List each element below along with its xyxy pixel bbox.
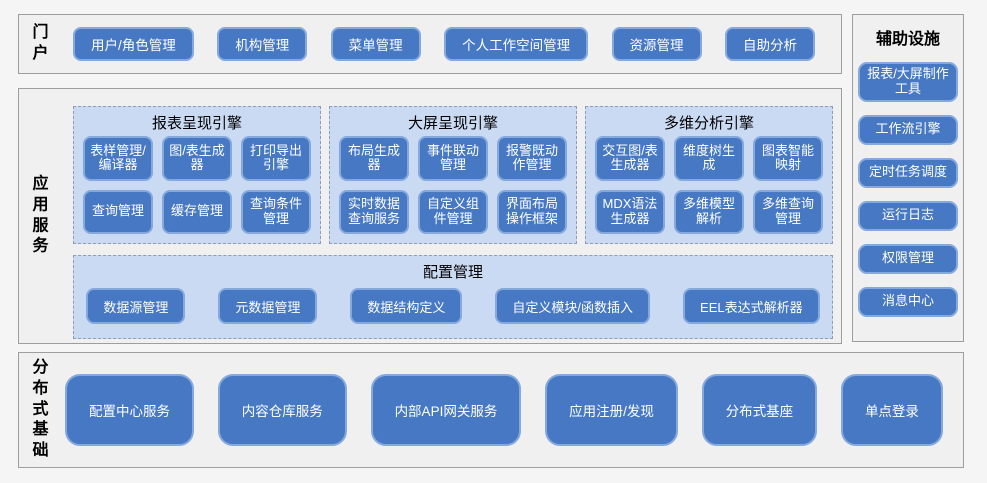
cache-management-button[interactable]: 缓存管理 bbox=[162, 189, 232, 234]
config-buttons-row: 数据源管理 元数据管理 数据结构定义 自定义模块/函数插入 EEL表达式解析器 bbox=[74, 288, 832, 324]
print-export-engine-button[interactable]: 打印导出引擎 bbox=[241, 136, 311, 181]
content-repository-service-button[interactable]: 内容仓库服务 bbox=[217, 374, 347, 446]
distributed-base-button[interactable]: 分布式基座 bbox=[701, 374, 818, 446]
self-service-analysis-button[interactable]: 自助分析 bbox=[724, 27, 815, 61]
portal-buttons-row: 用户/角色管理 机构管理 菜单管理 个人工作空间管理 资源管理 自助分析 bbox=[73, 27, 815, 61]
org-management-button[interactable]: 机构管理 bbox=[217, 27, 308, 61]
query-management-button[interactable]: 查询管理 bbox=[83, 189, 153, 234]
config-center-service-button[interactable]: 配置中心服务 bbox=[65, 374, 194, 446]
data-structure-definition-button[interactable]: 数据结构定义 bbox=[350, 288, 463, 324]
engines-row: 报表呈现引擎 表样管理/编译器 图/表生成器 打印导出引擎 查询管理 缓存管理 … bbox=[73, 106, 833, 244]
panel-report-rendering-engine: 报表呈现引擎 表样管理/编译器 图/表生成器 打印导出引擎 查询管理 缓存管理 … bbox=[73, 106, 321, 244]
resource-management-button[interactable]: 资源管理 bbox=[611, 27, 702, 61]
workflow-engine-button[interactable]: 工作流引擎 bbox=[858, 114, 958, 145]
message-center-button[interactable]: 消息中心 bbox=[858, 286, 958, 317]
user-role-management-button[interactable]: 用户/角色管理 bbox=[73, 27, 194, 61]
menu-management-button[interactable]: 菜单管理 bbox=[330, 27, 421, 61]
single-sign-on-button[interactable]: 单点登录 bbox=[840, 374, 943, 446]
section-distributed-foundation: 分布式基础 配置中心服务 内容仓库服务 内部API网关服务 应用注册/发现 分布… bbox=[18, 352, 964, 468]
panel-olap-analysis-engine: 多维分析引擎 交互图/表生成器 维度树生成 图表智能映射 MDX语法生成器 多维… bbox=[585, 106, 833, 244]
layout-generator-button[interactable]: 布局生成器 bbox=[339, 136, 409, 181]
alarm-action-management-button[interactable]: 报警既动作管理 bbox=[497, 136, 567, 181]
custom-component-management-button[interactable]: 自定义组件管理 bbox=[418, 189, 488, 234]
panel-config-management: 配置管理 数据源管理 元数据管理 数据结构定义 自定义模块/函数插入 EEL表达… bbox=[73, 255, 833, 339]
report-dashboard-authoring-tool-button[interactable]: 报表/大屏制作工具 bbox=[858, 62, 958, 102]
run-logs-button[interactable]: 运行日志 bbox=[858, 200, 958, 231]
table-style-management-compiler-button[interactable]: 表样管理/编译器 bbox=[83, 136, 153, 181]
portal-label: 门户 bbox=[32, 24, 49, 62]
auxiliary-facilities-title: 辅助设施 bbox=[875, 31, 940, 48]
distributed-buttons-row: 配置中心服务 内容仓库服务 内部API网关服务 应用注册/发现 分布式基座 单点… bbox=[65, 374, 943, 446]
panel-dashboard-rendering-engine: 大屏呈现引擎 布局生成器 事件联动管理 报警既动作管理 实时数据查询服务 自定义… bbox=[329, 106, 577, 244]
app-services-label: 应用服务 bbox=[32, 175, 49, 255]
multidim-model-parsing-button[interactable]: 多维模型解析 bbox=[674, 189, 744, 234]
section-auxiliary-facilities: 辅助设施 报表/大屏制作工具 工作流引擎 定时任务调度 运行日志 权限管理 消息… bbox=[852, 14, 964, 342]
app-registration-discovery-button[interactable]: 应用注册/发现 bbox=[545, 374, 678, 446]
chart-smart-mapping-button[interactable]: 图表智能映射 bbox=[753, 136, 823, 181]
dimension-tree-generation-button[interactable]: 维度树生成 bbox=[674, 136, 744, 181]
chart-table-generator-button[interactable]: 图/表生成器 bbox=[162, 136, 232, 181]
permission-management-button[interactable]: 权限管理 bbox=[858, 243, 958, 274]
distributed-foundation-label: 分布式基础 bbox=[32, 359, 49, 460]
section-portal: 门户 用户/角色管理 机构管理 菜单管理 个人工作空间管理 资源管理 自助分析 bbox=[18, 14, 842, 74]
interactive-chart-generator-button[interactable]: 交互图/表生成器 bbox=[595, 136, 665, 181]
scheduled-task-scheduling-button[interactable]: 定时任务调度 bbox=[858, 157, 958, 188]
dashboard-engine-grid: 布局生成器 事件联动管理 报警既动作管理 实时数据查询服务 自定义组件管理 界面… bbox=[339, 136, 567, 234]
query-condition-management-button[interactable]: 查询条件管理 bbox=[241, 189, 311, 234]
personal-workspace-management-button[interactable]: 个人工作空间管理 bbox=[444, 27, 589, 61]
ui-layout-operation-framework-button[interactable]: 界面布局操作框架 bbox=[497, 189, 567, 234]
olap-engine-title: 多维分析引擎 bbox=[663, 115, 754, 132]
auxiliary-buttons-column: 报表/大屏制作工具 工作流引擎 定时任务调度 运行日志 权限管理 消息中心 bbox=[853, 62, 963, 317]
realtime-data-query-service-button[interactable]: 实时数据查询服务 bbox=[339, 189, 409, 234]
config-management-title: 配置管理 bbox=[422, 264, 483, 281]
report-engine-title: 报表呈现引擎 bbox=[151, 115, 242, 132]
olap-engine-grid: 交互图/表生成器 维度树生成 图表智能映射 MDX语法生成器 多维模型解析 多维… bbox=[595, 136, 823, 234]
dashboard-engine-title: 大屏呈现引擎 bbox=[407, 115, 498, 132]
metadata-management-button[interactable]: 元数据管理 bbox=[218, 288, 318, 324]
report-engine-grid: 表样管理/编译器 图/表生成器 打印导出引擎 查询管理 缓存管理 查询条件管理 bbox=[83, 136, 311, 234]
eel-expression-parser-button[interactable]: EEL表达式解析器 bbox=[683, 288, 820, 324]
event-linkage-management-button[interactable]: 事件联动管理 bbox=[418, 136, 488, 181]
datasource-management-button[interactable]: 数据源管理 bbox=[86, 288, 186, 324]
custom-module-function-insert-button[interactable]: 自定义模块/函数插入 bbox=[495, 288, 651, 324]
section-app-services: 应用服务 报表呈现引擎 表样管理/编译器 图/表生成器 打印导出引擎 查询管理 … bbox=[18, 88, 842, 344]
internal-api-gateway-service-button[interactable]: 内部API网关服务 bbox=[370, 374, 522, 446]
mdx-syntax-generator-button[interactable]: MDX语法生成器 bbox=[595, 189, 665, 234]
multidim-query-management-button[interactable]: 多维查询管理 bbox=[753, 189, 823, 234]
